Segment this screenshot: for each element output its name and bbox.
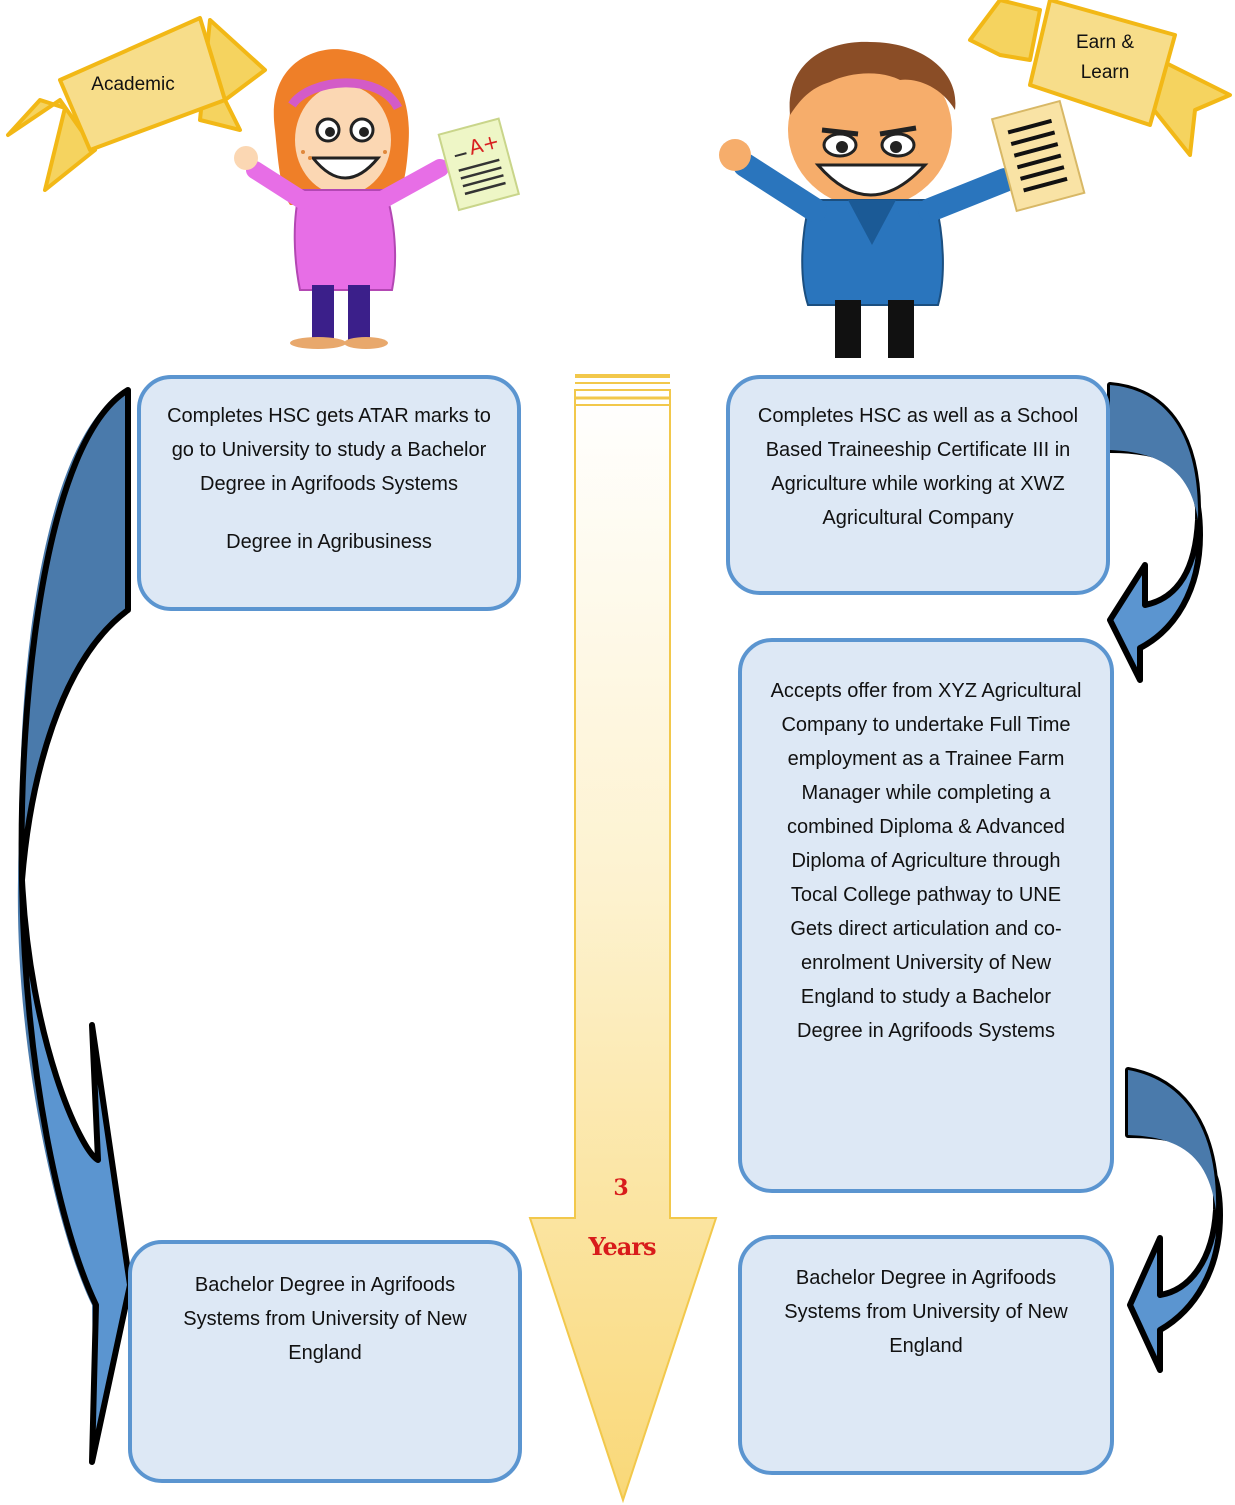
- earn-learn-label-line2: Learn: [1080, 62, 1130, 83]
- years-label: Years: [588, 1232, 656, 1261]
- right-curved-arrow-bottom: [1125, 1067, 1223, 1373]
- academic-start-text: Completes HSC gets ATAR marks to go to U…: [167, 405, 491, 495]
- academic-start-degree: Degree in Agribusiness: [226, 531, 432, 553]
- earn-learn-start-text: Completes HSC as well as a School Based …: [757, 405, 1079, 529]
- timeline-arrow: [528, 374, 718, 1504]
- boy-student-icon: [719, 41, 1017, 358]
- document-icon: [990, 99, 1086, 213]
- earn-learn-end-box: Bachelor Degree in Agrifoods Systems fro…: [738, 1235, 1114, 1475]
- earn-learn-middle-text: Accepts offer from XYZ Agricultural Comp…: [770, 680, 1082, 1042]
- academic-start-box: Completes HSC gets ATAR marks to go to U…: [137, 375, 521, 611]
- academic-end-text: Bachelor Degree in Agrifoods Systems fro…: [183, 1274, 467, 1364]
- earn-learn-end-text: Bachelor Degree in Agrifoods Systems fro…: [784, 1267, 1068, 1357]
- earn-learn-middle-box: Accepts offer from XYZ Agricultural Comp…: [738, 638, 1114, 1193]
- earn-learn-label-line1: Earn &: [1075, 32, 1135, 53]
- right-curved-arrow-top: [1107, 382, 1203, 683]
- years-number: 3: [613, 1175, 629, 1201]
- ribbon-banner-icon: [6, 16, 267, 192]
- academic-end-box: Bachelor Degree in Agrifoods Systems fro…: [128, 1240, 522, 1483]
- earn-learn-label: Earn & Learn: [1055, 28, 1155, 88]
- girl-student-icon: [234, 49, 449, 349]
- earn-learn-start-box: Completes HSC as well as a School Based …: [726, 375, 1110, 595]
- left-long-curved-arrow: [17, 387, 133, 1465]
- a-plus-paper-icon: A+: [437, 117, 521, 212]
- academic-label: Academic: [91, 74, 175, 95]
- ribbon-banner-icon: [968, 0, 1232, 157]
